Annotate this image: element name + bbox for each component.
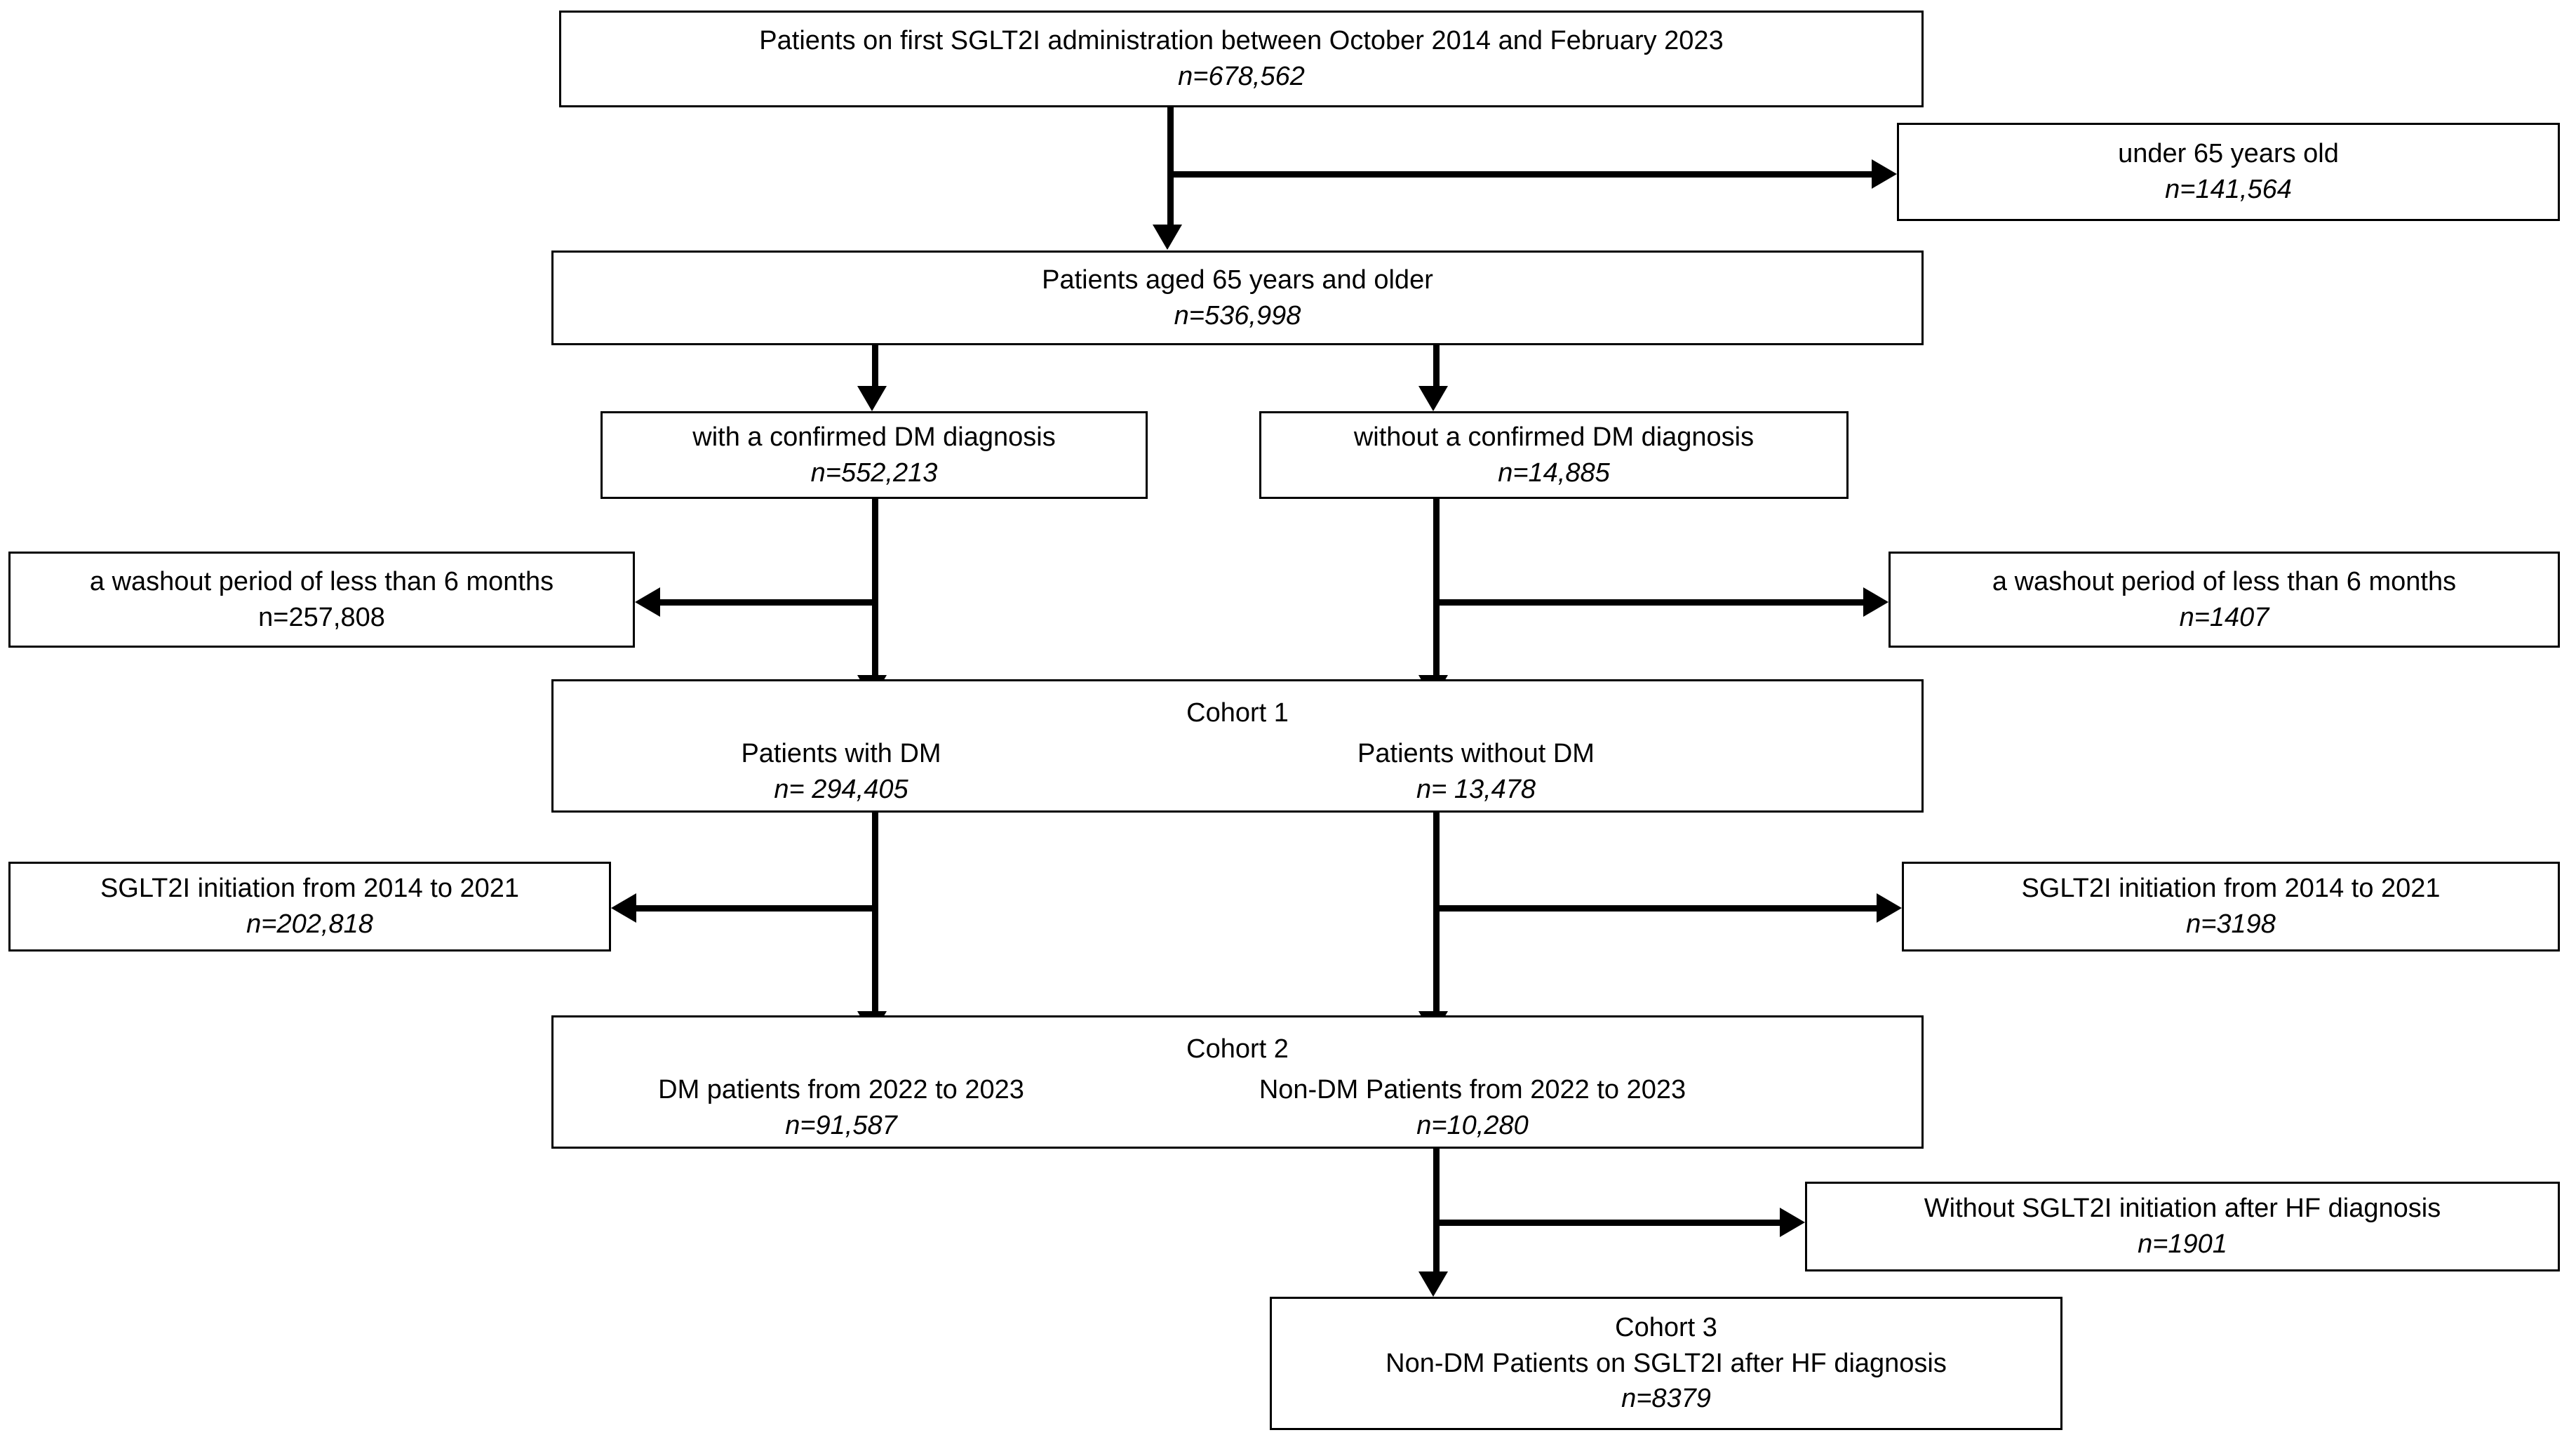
- connector-with-dm-to-washout-left-arrowhead: [635, 587, 660, 617]
- node-source-count: n=678,562: [1178, 62, 1305, 91]
- connector-cohort2-to-without-init: [1433, 1220, 1783, 1226]
- connector-without-dm-to-washout-right: [1433, 599, 1866, 606]
- connector-aged65-to-with-dm-arrowhead: [857, 386, 887, 411]
- node-aged-65-label: Patients aged 65 years and older: [1042, 265, 1433, 295]
- node-aged-65-and-older: Patients aged 65 years and older n=536,9…: [551, 251, 1924, 345]
- connector-cohort1-left-down: [872, 813, 878, 1016]
- node-cohort-3-caption: Cohort 3: [1615, 1312, 1717, 1342]
- connector-without-dm-to-washout-right-arrowhead: [1863, 587, 1889, 617]
- connector-aged65-to-without-dm-arrowhead: [1418, 386, 1448, 411]
- connector-with-dm-down: [872, 499, 878, 680]
- node-cohort-1: Cohort 1 Patients with DM n= 294,405 Pat…: [551, 679, 1924, 813]
- connector-aged65-to-with-dm: [872, 345, 878, 389]
- node-init-right: SGLT2I initiation from 2014 to 2021 n=31…: [1902, 862, 2560, 952]
- node-cohort-1-caption: Cohort 1: [1186, 698, 1289, 728]
- node-aged-65-count: n=536,998: [1174, 300, 1301, 331]
- node-cohort-1-right-label: Patients without DM: [1357, 739, 1595, 768]
- node-init-left: SGLT2I initiation from 2014 to 2021 n=20…: [8, 862, 611, 952]
- connector-source-down: [1167, 107, 1174, 227]
- connector-cohort2-down-arrowhead: [1418, 1271, 1448, 1297]
- connector-cohort2-to-without-init-arrowhead: [1780, 1208, 1805, 1237]
- node-cohort-1-right-count: n= 13,478: [1416, 774, 1536, 804]
- node-cohort-2-right: Non-DM Patients from 2022 to 2023 n=10,2…: [1157, 1072, 1788, 1144]
- node-cohort-2-right-count: n=10,280: [1416, 1110, 1529, 1140]
- node-washout-left-label: a washout period of less than 6 months: [89, 566, 554, 596]
- connector-cohort1-to-init-right-arrowhead: [1877, 893, 1902, 923]
- node-washout-left: a washout period of less than 6 months n…: [8, 552, 635, 648]
- connector-cohort1-right-down: [1433, 813, 1440, 1016]
- node-without-init-after-hf-label: Without SGLT2I initiation after HF diagn…: [1924, 1194, 2441, 1224]
- node-init-left-label: SGLT2I initiation from 2014 to 2021: [100, 874, 520, 904]
- node-cohort-2-left-label: DM patients from 2022 to 2023: [658, 1075, 1024, 1104]
- node-excluded-under-65: under 65 years old n=141,564: [1897, 123, 2560, 221]
- node-cohort-3-label: Non-DM Patients on SGLT2I after HF diagn…: [1386, 1348, 1947, 1378]
- node-init-right-label: SGLT2I initiation from 2014 to 2021: [2021, 874, 2441, 904]
- node-cohort-2-caption: Cohort 2: [1186, 1034, 1289, 1064]
- node-without-init-after-hf: Without SGLT2I initiation after HF diagn…: [1805, 1182, 2560, 1271]
- node-cohort-3: Cohort 3 Non-DM Patients on SGLT2I after…: [1270, 1297, 2062, 1430]
- node-excluded-under-65-count: n=141,564: [2165, 175, 2292, 204]
- node-cohort-2: Cohort 2 DM patients from 2022 to 2023 n…: [551, 1015, 1924, 1149]
- connector-aged65-to-without-dm: [1433, 345, 1440, 389]
- node-with-dm-label: with a confirmed DM diagnosis: [692, 422, 1056, 452]
- node-washout-right-label: a washout period of less than 6 months: [1992, 566, 2457, 596]
- node-cohort-2-right-label: Non-DM Patients from 2022 to 2023: [1259, 1075, 1686, 1104]
- connector-cohort2-down: [1433, 1149, 1440, 1275]
- node-source-label: Patients on first SGLT2I administration …: [759, 26, 1724, 56]
- connector-with-dm-to-washout-left: [660, 599, 878, 606]
- connector-without-dm-down: [1433, 499, 1440, 680]
- node-cohort-1-left: Patients with DM n= 294,405: [596, 736, 1087, 808]
- node-without-dm-label: without a confirmed DM diagnosis: [1353, 422, 1755, 452]
- node-washout-right: a washout period of less than 6 months n…: [1889, 552, 2560, 648]
- node-cohort-2-left-count: n=91,587: [785, 1110, 897, 1140]
- node-cohort-3-count: n=8379: [1621, 1384, 1711, 1414]
- node-with-dm-count: n=552,213: [810, 458, 938, 488]
- node-washout-left-count: n=257,808: [258, 602, 385, 632]
- node-without-confirmed-dm: without a confirmed DM diagnosis n=14,88…: [1259, 411, 1849, 499]
- node-without-dm-count: n=14,885: [1498, 458, 1610, 488]
- connector-source-down-arrowhead: [1153, 225, 1182, 250]
- node-without-init-after-hf-count: n=1901: [2138, 1229, 2227, 1259]
- connector-cohort1-to-init-right: [1433, 905, 1879, 912]
- connector-source-to-under65-arrowhead: [1872, 159, 1897, 189]
- node-cohort-1-left-count: n= 294,405: [774, 774, 908, 804]
- node-cohort-1-right: Patients without DM n= 13,478: [1188, 736, 1764, 808]
- connector-cohort1-to-init-left-arrowhead: [611, 893, 636, 923]
- node-init-right-count: n=3198: [2186, 909, 2276, 939]
- connector-cohort1-to-init-left: [636, 905, 878, 912]
- connector-source-to-under65: [1167, 171, 1875, 178]
- node-excluded-under-65-label: under 65 years old: [2118, 139, 2339, 169]
- node-cohort-1-left-label: Patients with DM: [741, 739, 941, 768]
- node-init-left-count: n=202,818: [246, 909, 373, 939]
- node-washout-right-count: n=1407: [2179, 602, 2269, 632]
- node-with-confirmed-dm: with a confirmed DM diagnosis n=552,213: [601, 411, 1148, 499]
- node-source-population: Patients on first SGLT2I administration …: [559, 11, 1924, 107]
- node-cohort-2-left: DM patients from 2022 to 2023 n=91,587: [582, 1072, 1101, 1144]
